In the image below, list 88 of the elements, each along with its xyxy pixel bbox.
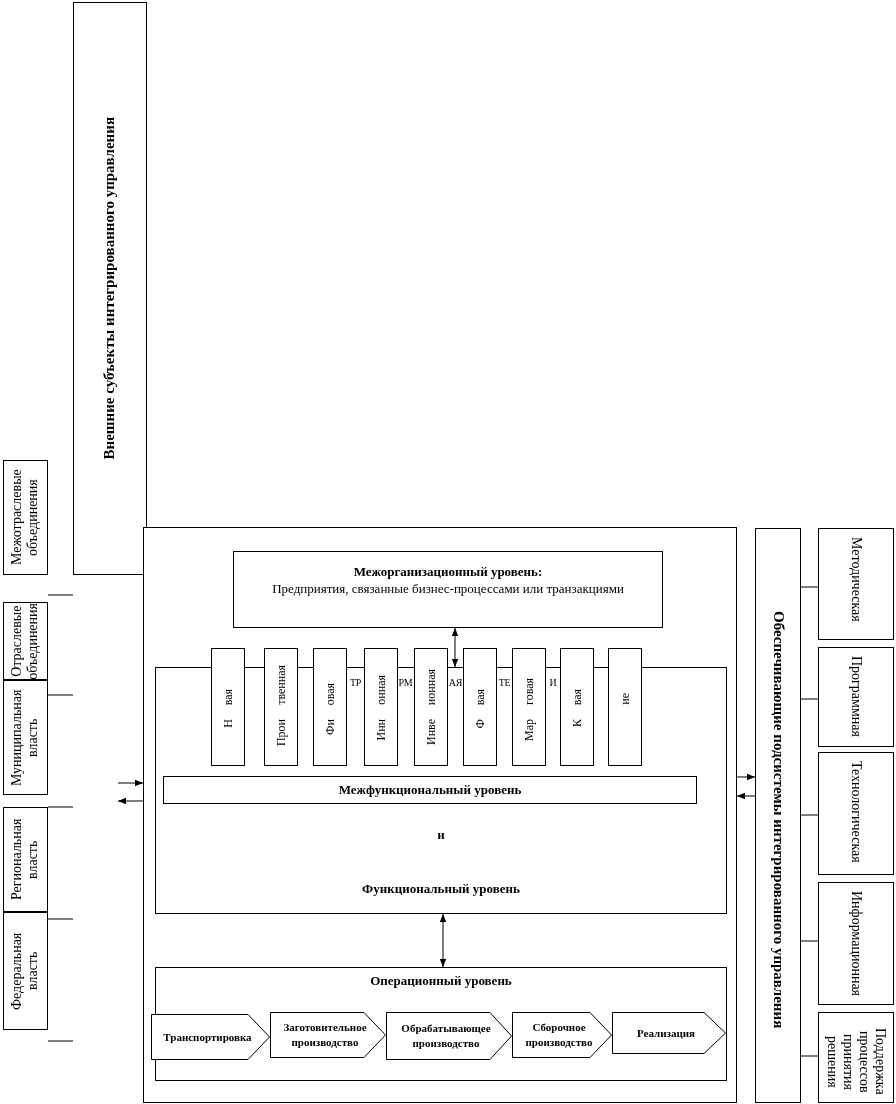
vertical-label: Отраслевые объединения (9, 602, 42, 680)
label-box (3, 807, 48, 912)
label-box (818, 647, 894, 747)
vertical-label: Муниципальная власть (9, 688, 42, 788)
function-label: ионная (425, 668, 437, 705)
level-box (233, 551, 663, 628)
vertical-label: Федеральная власть (9, 931, 42, 1012)
process-label: Сборочное производство (524, 1020, 594, 1050)
partial-text: И (549, 678, 557, 688)
vertical-label: Поддержка процессов принятия решения (823, 1027, 889, 1097)
label-box (818, 1012, 894, 1103)
vertical-label: Обеспечивающие подсистемы интегрированного управления (769, 610, 787, 1029)
function-label: вая (222, 688, 234, 705)
connector-line (47, 806, 74, 808)
connector-line (800, 586, 819, 588)
level-description: Предприятия, связанные бизнес-процессами или транзакциями (272, 580, 624, 598)
vertical-label-box (414, 648, 448, 766)
function-label: Инн (375, 719, 387, 741)
vertical-label: Методическая (848, 537, 865, 622)
function-label: ие (619, 693, 631, 705)
function-label: К (571, 719, 583, 727)
process-step (386, 1012, 512, 1060)
connector-line (800, 940, 819, 942)
arrow (117, 779, 144, 787)
process-label: Реализация (636, 1025, 696, 1041)
partial-text: ТР (349, 678, 362, 688)
vertical-label: Технологическая (848, 761, 865, 863)
partial-text: РМ (398, 678, 413, 688)
level-heading: Функциональный уровень (362, 882, 520, 895)
label-box (818, 528, 894, 640)
function-label: Инве (425, 719, 437, 745)
function-label: овая (324, 682, 336, 705)
arrow (117, 797, 144, 805)
function-label: онная (375, 675, 387, 705)
label-box (818, 752, 894, 875)
function-label: вая (474, 688, 486, 705)
process-step (612, 1012, 726, 1054)
label-box (3, 680, 48, 795)
function-label: Мар (523, 719, 535, 741)
level-heading: Межфункциональный уровень (338, 782, 522, 798)
function-label: говая (523, 678, 535, 705)
arrow (736, 773, 756, 781)
vertical-label-box (560, 648, 594, 766)
connector-line (47, 918, 74, 920)
vertical-label-box (211, 648, 245, 766)
vertical-label-box (264, 648, 298, 766)
partial-text: АЯ (448, 678, 463, 688)
vertical-label: Внешние субъекты интегрированного управления (101, 117, 119, 460)
process-step (151, 1014, 270, 1060)
arrow (736, 792, 756, 800)
arrow (451, 627, 459, 668)
level-heading: Операционный уровень (370, 973, 512, 989)
process-label: Обрабатывающее производство (400, 1021, 492, 1051)
function-label: вая (571, 688, 583, 705)
label-box (3, 912, 48, 1030)
label-box (3, 460, 48, 575)
process-step (512, 1012, 612, 1058)
function-label: Фи (324, 719, 336, 735)
level-band (163, 776, 697, 804)
vertical-label-box (313, 648, 347, 766)
function-label: твенная (275, 665, 287, 705)
connector-line (800, 698, 819, 700)
vertical-label: Региональная власть (9, 817, 42, 903)
frame-box (143, 527, 737, 1103)
vertical-label: Информационная (848, 891, 865, 997)
process-label: Заготовительное производство (282, 1020, 368, 1050)
label-box (3, 602, 48, 680)
function-label: Прои (275, 719, 287, 747)
partial-text: ТЕ (498, 678, 511, 688)
connector-line (800, 1055, 819, 1057)
vertical-label: Межотраслевые объединения (9, 468, 42, 568)
label-box (73, 2, 147, 575)
connector-line (47, 694, 74, 696)
vertical-label-box (512, 648, 546, 766)
function-label: Н (222, 719, 234, 728)
level-note: и (437, 828, 445, 841)
connector-line (800, 814, 819, 816)
label-box (755, 528, 801, 1103)
level-heading: Межорганизационный уровень: (353, 564, 543, 581)
vertical-label-box (364, 648, 398, 766)
vertical-label-box (608, 648, 642, 766)
label-box (818, 882, 894, 1005)
vertical-label: Программная (848, 656, 865, 737)
process-label: Транспортировка (163, 1029, 252, 1045)
process-step (270, 1012, 386, 1058)
arrow (439, 913, 447, 968)
function-label: Ф (474, 719, 486, 729)
vertical-label-box (463, 648, 497, 766)
